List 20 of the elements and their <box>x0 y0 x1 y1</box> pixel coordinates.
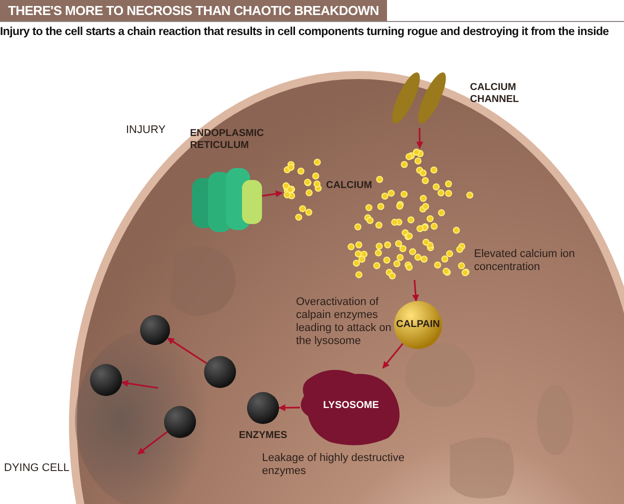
arrow <box>121 380 158 389</box>
annotation: Leakage of highly destructive enzymes <box>262 452 406 478</box>
part-label: INJURY <box>126 124 166 136</box>
node-label: LYSOSOME <box>322 400 380 412</box>
part-label: DYING CELL <box>4 462 70 474</box>
arrow <box>412 280 420 302</box>
caption: Injury to the cell starts a chain reaction that results in cell components turning rogue and destroying it from the inside <box>0 26 609 38</box>
node-label: CALCIUM CHANNEL <box>470 82 520 106</box>
arrow <box>262 190 283 198</box>
arrow <box>416 128 424 149</box>
title: THERE'S MORE TO NECROSIS THAN CHAOTIC BREAKDOWN <box>0 0 387 21</box>
annotation: Overactivation of calpain enzymes leading to attack on the lysosome <box>296 296 392 348</box>
node-label: ENZYMES <box>238 430 288 442</box>
node-label: Elevated calcium ion concentration <box>474 248 576 274</box>
arrow <box>167 337 208 364</box>
node-label: CALCIUM <box>326 180 374 192</box>
arrow <box>278 404 300 412</box>
node-label: CALPAIN <box>395 319 441 331</box>
arrow <box>382 343 404 369</box>
arrow <box>137 431 168 455</box>
